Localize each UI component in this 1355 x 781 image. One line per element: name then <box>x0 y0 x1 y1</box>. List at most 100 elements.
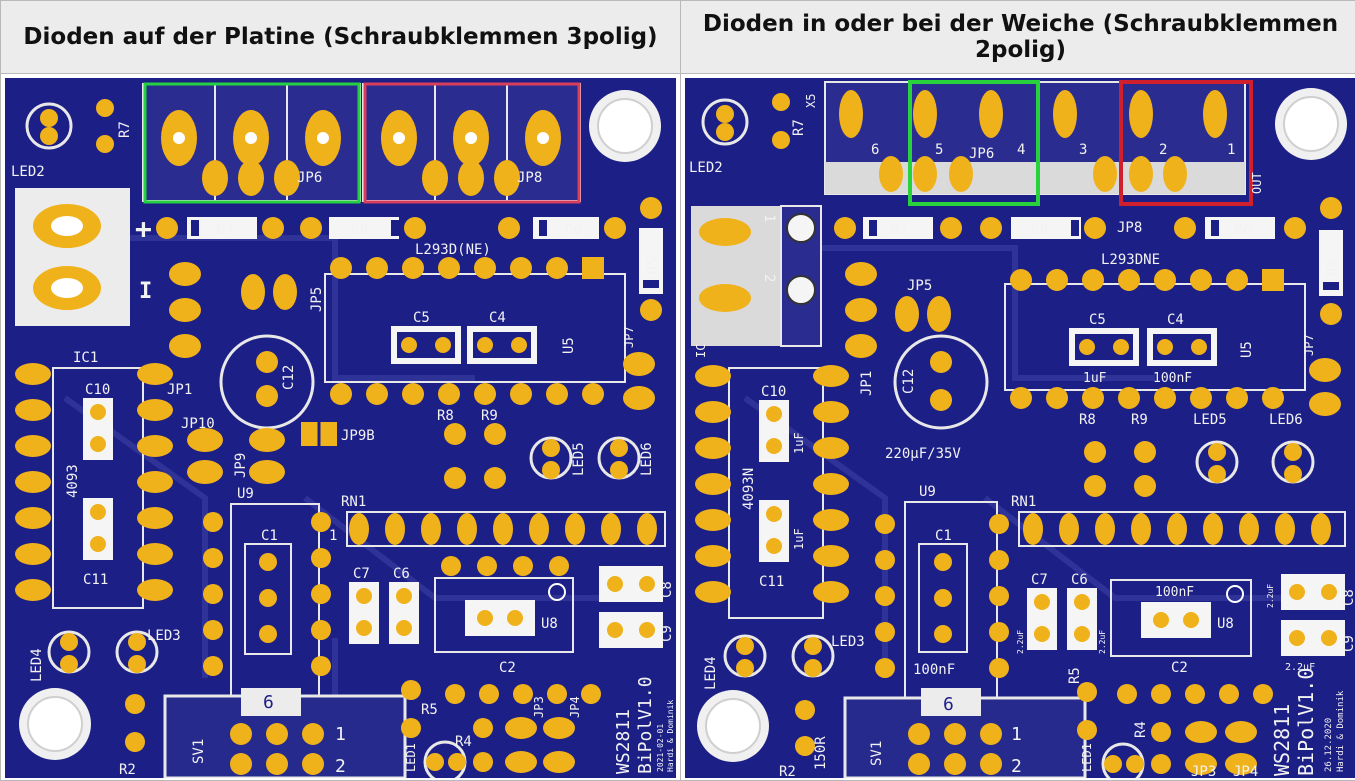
right-label-x5: X5 <box>804 94 818 108</box>
right-label-ws2811: WS2811 <box>1270 704 1294 776</box>
left-label-author: Hardi & Dominik <box>666 700 675 772</box>
left-label-ws2811: WS2811 <box>613 709 634 774</box>
left-label-jp6: JP6 <box>297 170 322 186</box>
right-label-r5: R5 <box>1067 667 1083 684</box>
left-label-pin1: 1 <box>335 724 346 745</box>
left-label-led5: LED5 <box>571 442 587 476</box>
right-label-six: 6 <box>943 694 954 715</box>
right-label-u8: U8 <box>1217 616 1234 632</box>
right-label-c1-value: 100nF <box>913 662 955 678</box>
right-label-c8: C8 <box>1341 589 1355 606</box>
right-label-l293: L293DNE <box>1101 252 1160 268</box>
left-label-r8: R8 <box>437 408 454 424</box>
left-label-c11: C11 <box>83 572 108 588</box>
left-label-c1: C1 <box>261 528 278 544</box>
right-label-c4: C4 <box>1167 312 1184 328</box>
left-label-minus: I <box>139 279 152 304</box>
left-label-c7: C7 <box>353 566 370 582</box>
left-label-r2: R2 <box>119 762 136 778</box>
left-label-d7: D7 <box>217 222 234 238</box>
left-label-sv1: SV1 <box>191 739 207 764</box>
right-label-u5: U5 <box>1239 341 1255 358</box>
right-label-c10: C10 <box>761 384 786 400</box>
cell-right: LED2 R7 X5 6 5 JP6 4 3 2 1 OUT 1 2 D7 D8… <box>681 74 1355 781</box>
right-label-d5: D5 <box>1325 259 1341 276</box>
left-label-c6: C6 <box>393 566 410 582</box>
right-label-n5: 5 <box>935 142 943 158</box>
right-label-ic: IC <box>694 344 708 358</box>
right-label-k1: 1 <box>761 214 777 222</box>
right-label-r7: R7 <box>791 119 807 136</box>
left-label-six: 6 <box>263 692 274 713</box>
right-label-r2: R2 <box>779 764 796 778</box>
left-label-date: 2021-02-01 <box>656 724 665 772</box>
header-left: Dioden auf der Platine (Schraubklemmen 3… <box>1 1 681 74</box>
right-label-1uf: 1uF <box>1083 371 1107 386</box>
right-label-d7: D7 <box>891 222 908 238</box>
right-label-c5: C5 <box>1089 312 1106 328</box>
right-label-sv1: SV1 <box>869 741 885 766</box>
right-label-c12: C12 <box>901 369 917 394</box>
right-label-led4: LED4 <box>703 656 719 690</box>
left-label-bipol: BiPolV1.0 <box>635 676 656 774</box>
left-label-c2: C2 <box>499 660 516 676</box>
left-label-d5: D5 <box>645 257 661 274</box>
right-label-n1: 1 <box>1227 142 1235 158</box>
right-label-bipol: BiPolV1.0 <box>1294 668 1318 776</box>
right-label-4093n: 4093N <box>741 468 757 510</box>
right-label-rn1: RN1 <box>1011 494 1036 510</box>
right-label-author: Hardi & Dominik <box>1336 690 1346 772</box>
left-label-led2: LED2 <box>11 164 45 180</box>
right-label-c10-value: 1uF <box>792 432 806 454</box>
right-label-k2: 2 <box>761 274 777 282</box>
pcb-left-image: LED2 R7 JP6 JP8 + I D7 D8 D6 D5 L293D(NE… <box>5 78 676 778</box>
left-label-c5: C5 <box>413 310 430 326</box>
right-label-led5: LED5 <box>1193 412 1227 428</box>
right-label-c7-value: 2.2uF <box>1016 630 1025 654</box>
left-label-r4: R4 <box>455 734 472 750</box>
right-label-n3: 3 <box>1079 142 1087 158</box>
right-label-pin1: 1 <box>1011 724 1022 745</box>
right-label-c9: C9 <box>1341 635 1355 652</box>
left-label-led1: LED1 <box>404 743 418 772</box>
left-label-c12: C12 <box>281 365 297 390</box>
left-label-c8: C8 <box>659 581 675 598</box>
right-label-jp7: JP7 <box>1302 334 1316 356</box>
right-label-r4: R4 <box>1133 721 1149 738</box>
header-right: Dioden in oder bei der Weiche (Schraubkl… <box>681 1 1355 74</box>
left-label-jp8: JP8 <box>517 170 542 186</box>
left-label-jp9: JP9 <box>233 453 249 478</box>
left-label-r7: R7 <box>117 121 133 138</box>
right-label-220uf: 220µF/35V <box>885 446 961 462</box>
left-label-l293: L293D(NE) <box>415 242 491 258</box>
left-label-u8: U8 <box>541 616 558 632</box>
right-label-led2: LED2 <box>689 160 723 176</box>
right-label-c8-value: 2.2uF <box>1266 584 1275 608</box>
left-label-led3: LED3 <box>147 628 181 644</box>
right-label-d6: D6 <box>1235 222 1252 238</box>
left-label-jp7: JP7 <box>622 326 636 348</box>
right-label-out: OUT <box>1250 172 1264 194</box>
right-label-n4: 4 <box>1017 142 1025 158</box>
left-label-rn1: RN1 <box>341 494 366 510</box>
right-label-c6-value: 2.2uF <box>1098 630 1107 654</box>
right-label-n6: 6 <box>871 142 879 158</box>
right-label-u9: U9 <box>919 484 936 500</box>
right-label-c11-value: 1uF <box>792 528 806 550</box>
left-label-plus: + <box>135 212 152 245</box>
right-label-100nf: 100nF <box>1153 371 1192 386</box>
right-label-c2: C2 <box>1171 660 1188 676</box>
right-label-c11: C11 <box>759 574 784 590</box>
right-label-d8: D8 <box>1031 222 1048 238</box>
left-label-one: 1 <box>329 528 337 544</box>
right-label-date: 26.12.2020 <box>1324 718 1334 772</box>
right-label-jp4: JP4 <box>1233 764 1258 778</box>
left-label-jp4: JP4 <box>568 696 582 718</box>
right-label-jp8: JP8 <box>1117 220 1142 236</box>
right-label-150r: 150R <box>813 736 829 770</box>
right-label-r9: R9 <box>1131 412 1148 428</box>
right-label-jp1: JP1 <box>859 371 875 396</box>
left-label-c4: C4 <box>489 310 506 326</box>
right-label-led6: LED6 <box>1269 412 1303 428</box>
